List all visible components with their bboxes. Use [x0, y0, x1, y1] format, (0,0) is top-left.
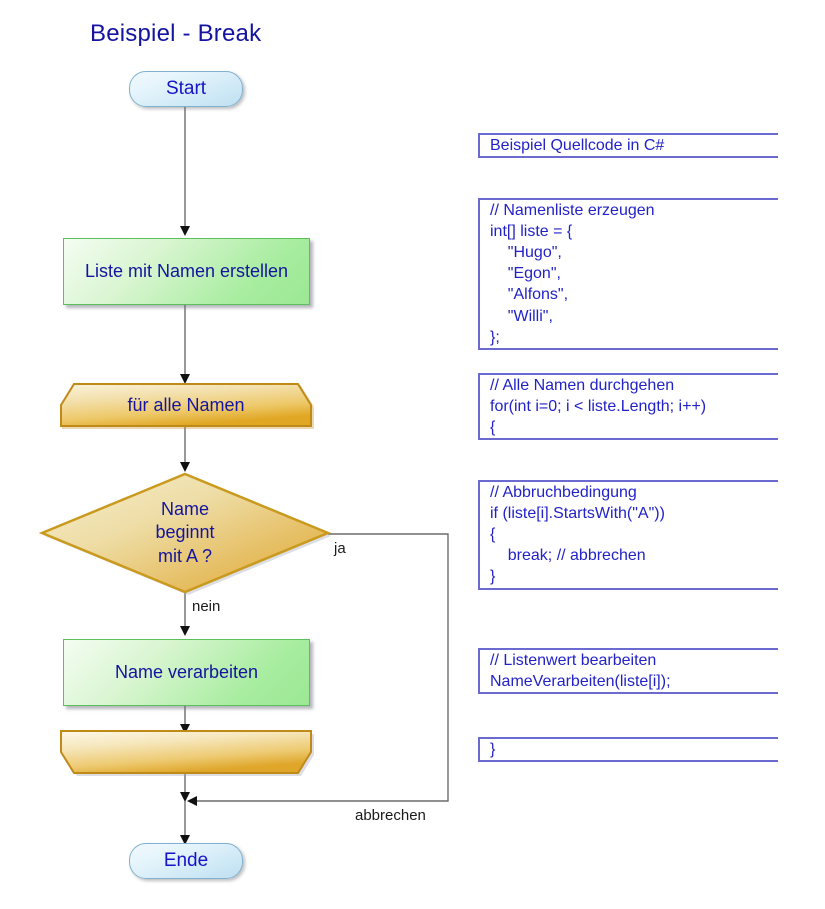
- node-create-list[interactable]: Liste mit Namen erstellen: [63, 238, 310, 305]
- code-block-intro: Beispiel Quellcode in C#: [478, 133, 778, 159]
- node-process-name-label: Name verarbeiten: [114, 662, 259, 682]
- page-title: Beispiel - Break: [90, 20, 262, 47]
- code-block-list-creation: // Namenliste erzeugen int[] liste = { "…: [478, 198, 778, 350]
- loop-end-shape: [60, 730, 314, 776]
- node-end-label: Ende: [163, 850, 209, 871]
- node-process-name[interactable]: Name verarbeiten: [63, 639, 310, 706]
- edge-label-yes: ja: [334, 540, 346, 557]
- node-end[interactable]: Ende: [129, 843, 243, 879]
- node-decision[interactable]: Name beginnt mit A ?: [38, 471, 332, 595]
- node-create-list-label: Liste mit Namen erstellen: [84, 261, 289, 281]
- code-block-loop-close: }: [478, 737, 778, 763]
- node-loop-end[interactable]: [60, 730, 314, 776]
- node-start-label: Start: [165, 78, 207, 99]
- loop-start-shape: [60, 383, 314, 429]
- code-block-process-value: // Listenwert bearbeiten NameVerarbeiten…: [478, 648, 778, 695]
- node-start[interactable]: Start: [129, 71, 243, 107]
- edge-label-break: abbrechen: [355, 807, 426, 824]
- code-block-for-loop: // Alle Namen durchgehen for(int i=0; i …: [478, 373, 778, 441]
- edge-label-no: nein: [192, 598, 221, 615]
- code-block-break-condition: // Abbruchbedingung if (liste[i].StartsW…: [478, 480, 778, 590]
- node-loop-start[interactable]: für alle Namen: [60, 383, 314, 429]
- decision-shape: [38, 472, 332, 595]
